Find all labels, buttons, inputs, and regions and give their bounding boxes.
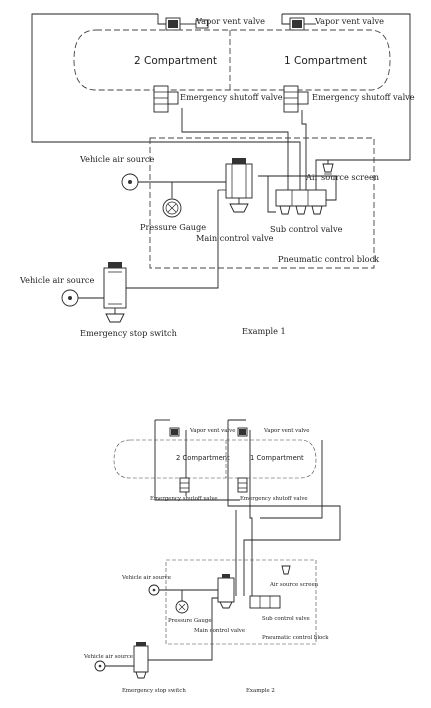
emergency-shutoff-valve-right-label: Emergency shutoff valve [240, 496, 308, 502]
emergency-shutoff-valve-right [283, 85, 309, 113]
vehicle-air-source-top-label: Vehicle air source [121, 575, 171, 581]
emergency-stop-switch-label: Emergency stop switch [122, 688, 186, 694]
emergency-shutoff-valve-right [237, 477, 248, 493]
vapor-vent-valve-left-label: Vapor vent valve [189, 428, 235, 434]
pressure-gauge-label: Pressure Gauge [140, 222, 206, 232]
emergency-stop-switch [133, 597, 218, 679]
emergency-shutoff-valve-right-label: Emergency shutoff valve [312, 92, 415, 102]
compartment-2-label: 2 Compartment [176, 454, 230, 462]
vehicle-air-source-top [121, 173, 226, 191]
air-source-screen [322, 160, 334, 175]
vapor-vent-valve-right-label: Vapor vent valve [263, 428, 309, 434]
tank [73, 29, 391, 91]
pneumatic-control-block-frame [165, 559, 317, 645]
emergency-shutoff-valve-left [153, 85, 179, 113]
vapor-vent-valve-left [165, 17, 209, 31]
pressure-gauge [175, 590, 189, 614]
sub-control-valve-label: Sub control valve [270, 224, 343, 234]
pressure-gauge-label: Pressure Gauge [168, 618, 212, 624]
pneumatic-control-block-label: Pneumatic control block [278, 254, 380, 264]
main-control-valve-label: Main control valve [196, 233, 274, 243]
vehicle-air-source-top-label: Vehicle air source [79, 154, 154, 164]
vapor-vent-valve-left-label: Vapor vent valve [195, 16, 265, 26]
pneumatic-control-block-frame [149, 137, 375, 269]
emergency-shutoff-valve-left-label: Emergency shutoff valve [150, 496, 218, 502]
example-1-caption: Example 1 [242, 326, 286, 336]
main-control-valve [217, 574, 235, 609]
compartment-2-label: 2 Compartment [134, 55, 217, 67]
example-2-caption: Example 2 [246, 688, 275, 694]
main-control-valve-label: Main control valve [194, 628, 245, 634]
sub-control-valve [275, 189, 327, 215]
air-source-screen [281, 565, 291, 575]
emergency-stop-switch [103, 190, 219, 323]
vehicle-air-source-bottom [94, 660, 134, 672]
vehicle-air-source-bottom-label: Vehicle air source [19, 275, 94, 285]
emergency-shutoff-valve-left [179, 477, 190, 493]
vehicle-air-source-top [148, 584, 218, 596]
emergency-stop-switch-label: Emergency stop switch [80, 328, 178, 338]
vapor-vent-valve-right-label: Vapor vent valve [314, 16, 384, 26]
air-source-screen-label: Air source screen [269, 582, 319, 588]
sub-control-valve-label: Sub control valve [262, 616, 310, 622]
pneumatic-control-block-label: Pneumatic control block [262, 635, 329, 641]
main-control-valve [218, 158, 253, 213]
air-source-screen-label: Air source screen [305, 172, 380, 182]
vapor-vent-valve-right [237, 427, 248, 437]
vehicle-air-source-bottom [61, 289, 104, 307]
pressure-gauge [162, 182, 182, 218]
compartment-1-label: 1 Compartment [250, 454, 304, 462]
vapor-vent-valve-right [289, 17, 316, 31]
sub-control-valve [249, 595, 281, 609]
vapor-vent-valve-left [169, 427, 180, 437]
example-1: Vapor vent valve Vapor vent valve 2 Comp… [19, 13, 415, 338]
compartment-1-label: 1 Compartment [284, 55, 367, 67]
vehicle-air-source-bottom-label: Vehicle air source [83, 654, 133, 660]
tank [113, 439, 317, 479]
emergency-shutoff-valve-left-label: Emergency shutoff valve [180, 92, 283, 102]
example-2: Vapor vent valve Vapor vent valve 2 Comp… [83, 419, 341, 694]
